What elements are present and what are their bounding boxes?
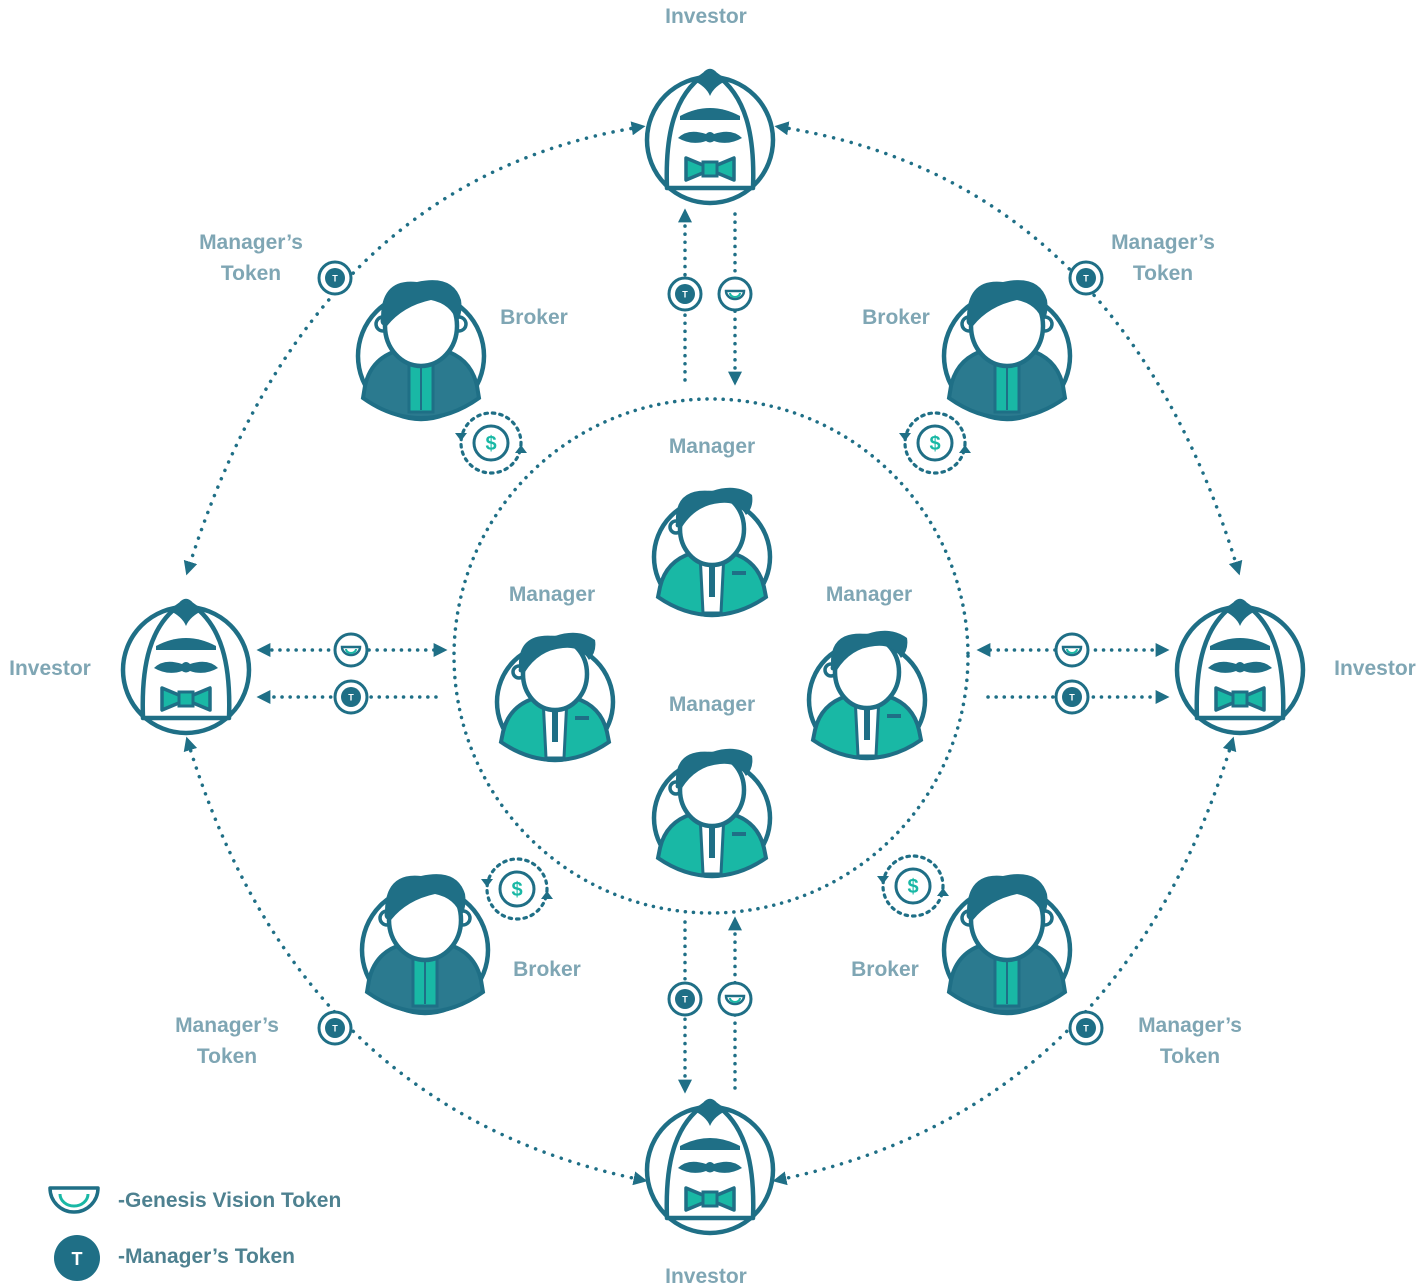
- managers-token-label-bottom-right: Manager’s Token: [1138, 1014, 1242, 1068]
- manager-token-icon: [667, 981, 703, 1017]
- manager-label: Manager: [669, 693, 755, 716]
- arrow-top-right: [774, 121, 1243, 576]
- investor-avatar-icon: [647, 71, 773, 203]
- genesis-vision-token-icon: [333, 632, 369, 668]
- svg-text:Token: Token: [221, 262, 281, 285]
- broker-avatar-icon: [944, 280, 1070, 419]
- dollar-coin-icon: [875, 854, 951, 918]
- broker-avatar-icon: [358, 280, 484, 419]
- manager-token-icon: [1068, 260, 1104, 296]
- manager-token-icon: [667, 276, 703, 312]
- investor-label: Investor: [665, 1265, 747, 1285]
- manager-avatar-icon: [809, 631, 925, 758]
- legend: -Genesis Vision Token T -Manager’s Token: [48, 1186, 341, 1281]
- managers-token-label-top-left: Manager’s Token: [199, 231, 303, 285]
- investor-avatar-icon: [647, 1101, 773, 1233]
- manager-token-icon: [333, 679, 369, 715]
- broker-label: Broker: [500, 306, 568, 329]
- managers-token-label-top-right: Manager’s Token: [1111, 231, 1215, 285]
- arrow-top-left: [183, 121, 646, 576]
- svg-text:Manager’s: Manager’s: [1111, 231, 1215, 254]
- broker-label: Broker: [862, 306, 930, 329]
- svg-text:Manager’s: Manager’s: [1138, 1014, 1242, 1037]
- manager-token-icon: [317, 260, 353, 296]
- svg-text:Token: Token: [197, 1045, 257, 1068]
- manager-label: Manager: [509, 583, 595, 606]
- investor-avatar-icon: [123, 601, 249, 733]
- dollar-coin-icon: [453, 411, 529, 475]
- investor-avatar-icon: [1177, 601, 1303, 733]
- manager-avatar-icon: [654, 749, 770, 876]
- svg-text:Token: Token: [1160, 1045, 1220, 1068]
- dollar-coin-icon: [479, 857, 555, 921]
- manager-token-icon: T: [54, 1235, 100, 1281]
- dollar-coin-icon: [897, 411, 973, 475]
- investor-label: Investor: [665, 5, 747, 28]
- outer-ring-connections: [183, 121, 1243, 1186]
- svg-text:T: T: [72, 1249, 83, 1269]
- manager-avatar-icon: [497, 633, 613, 760]
- genesis-vision-token-icon: [1054, 632, 1090, 668]
- manager-avatar-icon: [654, 488, 770, 615]
- managers-token-label-bottom-left: Manager’s Token: [175, 1014, 279, 1068]
- legend-manager-token-label: -Manager’s Token: [118, 1245, 295, 1268]
- genesis-vision-token-icon: [717, 276, 753, 312]
- broker-avatar-icon: [362, 874, 488, 1013]
- investor-label: Investor: [1334, 657, 1416, 680]
- investor-label: Investor: [9, 657, 91, 680]
- broker-label: Broker: [513, 958, 581, 981]
- genesis-vision-token-icon: [48, 1186, 100, 1214]
- svg-text:Manager’s: Manager’s: [175, 1014, 279, 1037]
- svg-text:Manager’s: Manager’s: [199, 231, 303, 254]
- manager-label: Manager: [669, 435, 755, 458]
- manager-label: Manager: [826, 583, 912, 606]
- manager-token-icon: [317, 1010, 353, 1046]
- genesis-vision-token-icon: [717, 981, 753, 1017]
- svg-text:Token: Token: [1133, 262, 1193, 285]
- legend-gv-token-label: -Genesis Vision Token: [118, 1189, 341, 1212]
- manager-pool-ring: [452, 397, 970, 915]
- broker-label: Broker: [851, 958, 919, 981]
- manager-token-icon: [1068, 1010, 1104, 1046]
- broker-avatar-icon: [944, 874, 1070, 1013]
- manager-token-icon: [1054, 679, 1090, 715]
